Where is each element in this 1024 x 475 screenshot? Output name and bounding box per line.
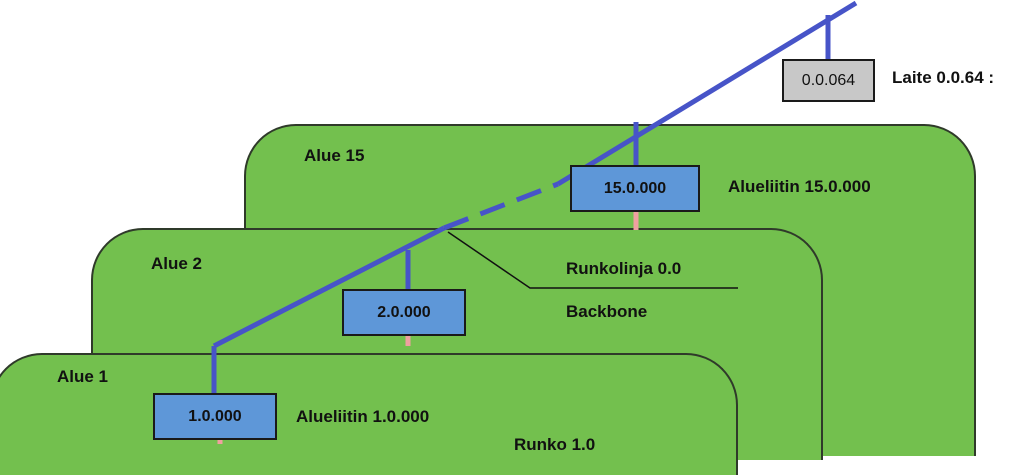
line-1-partial-label: Runko 1.0 — [514, 435, 596, 454]
bus-lines — [211, 0, 858, 444]
coupler-15-box: 15.0.000 — [570, 165, 700, 212]
area-15-label: Alue 15 — [304, 146, 365, 165]
device-0-0-064-label: Laite 0.0.64 : — [892, 68, 995, 87]
backbone-label: Runkolinja 0.0 — [566, 259, 682, 278]
backbone-line-upper — [556, 0, 858, 187]
backbone-label-leader — [447, 231, 738, 289]
backbone-line-lower — [212, 225, 446, 349]
area-2-label: Alue 2 — [151, 254, 203, 273]
device-0-0-064-box: 0.0.064 — [782, 59, 875, 102]
coupler-15-label: Alueliitin 15.0.000 — [728, 177, 871, 196]
backbone-line-dashed — [443, 181, 559, 231]
coupler-1-label: Alueliitin 1.0.000 — [296, 407, 430, 426]
backbone-sublabel: Backbone — [566, 302, 648, 321]
coupler-1-box: 1.0.000 — [153, 393, 277, 440]
area-1-label: Alue 1 — [57, 367, 109, 386]
coupler-2-box: 2.0.000 — [342, 289, 466, 336]
